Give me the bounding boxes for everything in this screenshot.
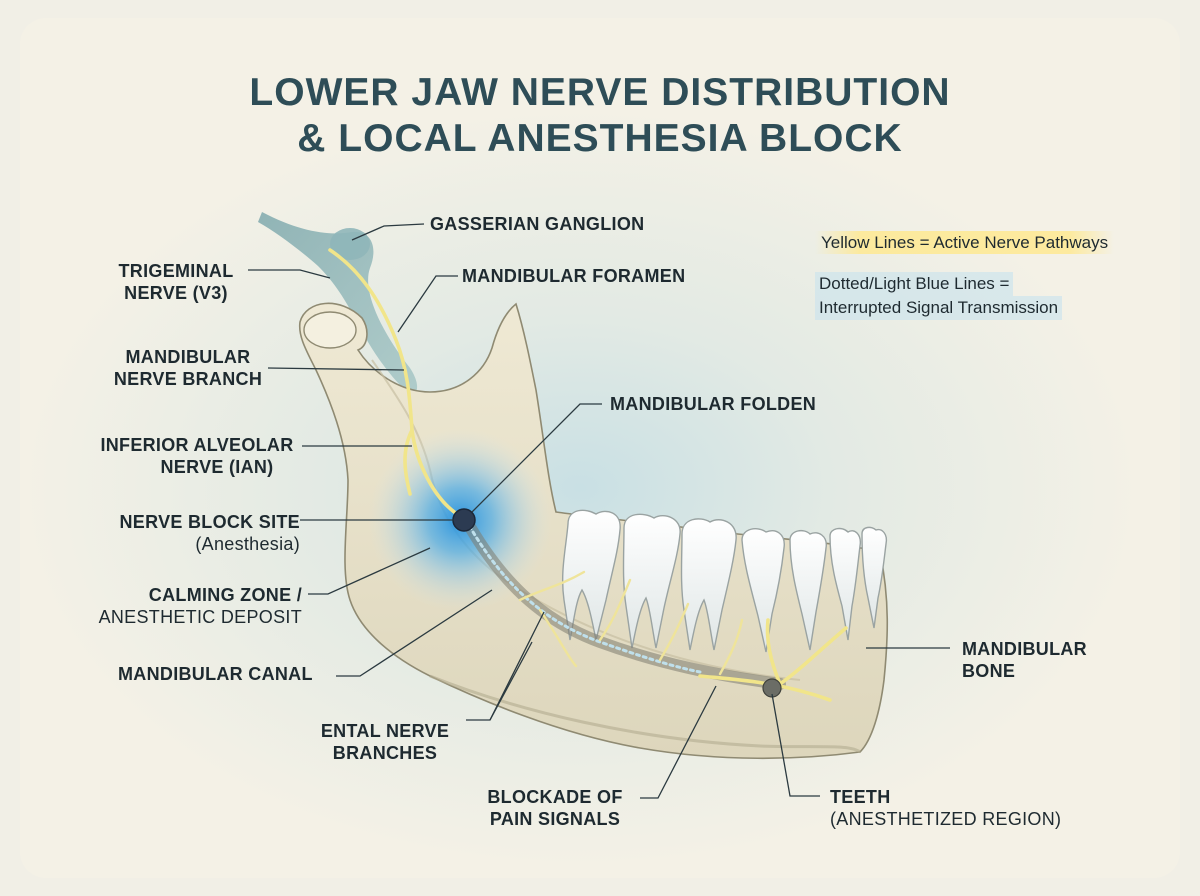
label-block-line-1: NERVE BLOCK SITE bbox=[119, 512, 300, 532]
label-blockade-line-2: PAIN SIGNALS bbox=[489, 809, 621, 829]
label-ental-nerve-branches: ENTAL NERVE BRANCHES bbox=[310, 720, 460, 764]
label-ental-line-1: ENTAL NERVE bbox=[320, 721, 450, 741]
label-calming-line-2: ANESTHETIC DEPOSIT bbox=[98, 607, 302, 627]
legend-interrupted-line-1: Dotted/Light Blue Lines = bbox=[815, 272, 1014, 296]
legend-interrupted: Dotted/Light Blue Lines = Interrupted Si… bbox=[815, 272, 1063, 320]
label-bone-line-2: BONE bbox=[962, 661, 1016, 681]
legend-interrupted-line-2: Interrupted Signal Transmission bbox=[815, 296, 1063, 320]
label-ian-line-1: INFERIOR ALVEOLAR bbox=[100, 435, 294, 455]
label-inferior-alveolar-nerve: INFERIOR ALVEOLAR NERVE (IAN) bbox=[90, 434, 304, 478]
label-trigeminal-nerve: TRIGEMINAL NERVE (V3) bbox=[110, 260, 242, 304]
interrupted-nerve-pathway bbox=[464, 518, 702, 674]
label-blockade-pain-signals: BLOCKADE OF PAIN SIGNALS bbox=[478, 786, 632, 830]
label-mandibular-nerve-branch: MANDIBULAR NERVE BRANCH bbox=[110, 346, 266, 390]
active-nerve-pathway bbox=[328, 248, 848, 702]
block-site-marker bbox=[452, 508, 476, 532]
label-calming-line-1: CALMING ZONE / bbox=[148, 585, 302, 605]
legend-active: Yellow Lines = Active Nerve Pathways bbox=[815, 231, 1115, 254]
label-mand-branch-line-1: MANDIBULAR bbox=[125, 347, 251, 367]
leader-lines bbox=[248, 223, 950, 799]
ental-nerve-branches bbox=[518, 570, 744, 676]
label-mandibular-canal: MANDIBULAR CANAL bbox=[118, 664, 313, 684]
label-teeth-line-1: TEETH bbox=[830, 787, 891, 807]
legend-active-text: Yellow Lines = Active Nerve Pathways bbox=[815, 231, 1115, 254]
label-trigeminal-line-1: TRIGEMINAL bbox=[118, 261, 234, 281]
label-ental-line-2: BRANCHES bbox=[332, 743, 438, 763]
label-nerve-block-site: NERVE BLOCK SITE (Anesthesia) bbox=[100, 511, 300, 555]
label-block-line-2: (Anesthesia) bbox=[195, 534, 300, 554]
label-trigeminal-line-2: NERVE (V3) bbox=[124, 283, 228, 303]
teeth-row bbox=[561, 509, 888, 653]
label-bone-line-1: MANDIBULAR bbox=[962, 639, 1087, 659]
label-mand-branch-line-2: NERVE BRANCH bbox=[113, 369, 263, 389]
label-mandibular-foramen: MANDIBULAR FORAMEN bbox=[462, 266, 686, 286]
label-blockade-line-1: BLOCKADE OF bbox=[487, 787, 623, 807]
page-title-line-2: & LOCAL ANESTHESIA BLOCK bbox=[297, 117, 903, 160]
label-ian-line-2: NERVE (IAN) bbox=[160, 457, 274, 477]
label-mandibular-folden: MANDIBULAR FOLDEN bbox=[610, 394, 817, 414]
label-mandibular-bone: MANDIBULAR BONE bbox=[962, 638, 1087, 682]
label-teeth: TEETH (ANESTHETIZED REGION) bbox=[830, 786, 1061, 830]
label-calming-zone: CALMING ZONE / ANESTHETIC DEPOSIT bbox=[80, 584, 302, 628]
label-gasserian-ganglion: GASSERIAN GANGLION bbox=[430, 214, 645, 234]
label-teeth-line-2: (ANESTHETIZED REGION) bbox=[830, 809, 1062, 829]
page-title-line-1: LOWER JAW NERVE DISTRIBUTION bbox=[249, 71, 951, 114]
diagram-card bbox=[20, 18, 1180, 878]
